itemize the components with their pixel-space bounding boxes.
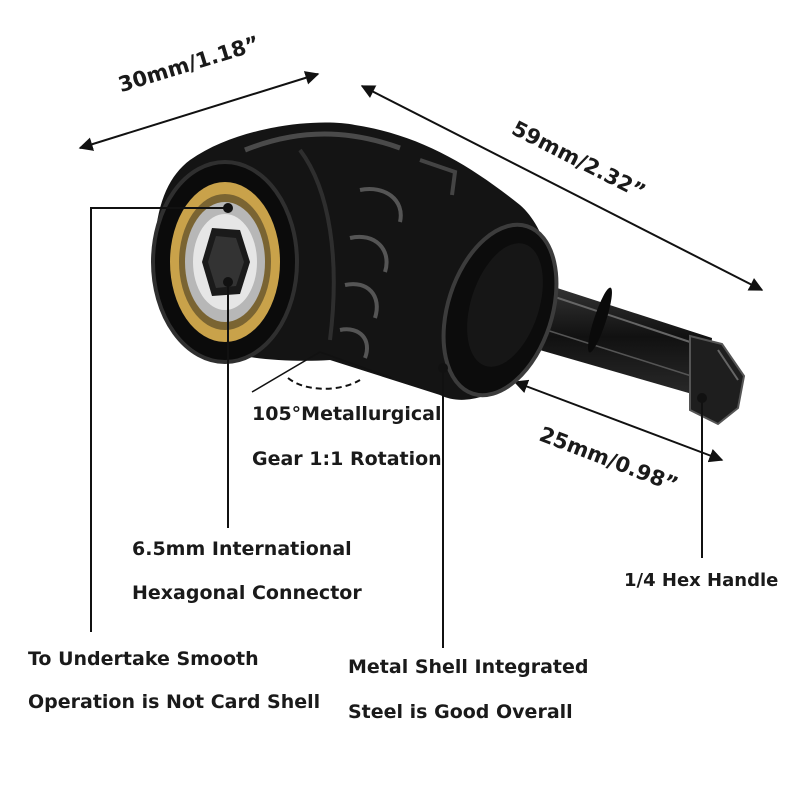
callout-handle: 1/4 Hex Handle [624, 570, 779, 591]
leader-line-operation [90, 207, 228, 632]
rotation-angle-arc [251, 351, 393, 393]
callout-operation-line1: To Undertake Smooth [28, 648, 259, 670]
callout-connector-line2: Hexagonal Connector [132, 582, 362, 604]
hex-socket-face [151, 160, 299, 364]
dimension-line-head-width [78, 71, 320, 151]
callout-angle-line1: 105°Metallurgical [252, 403, 442, 425]
callout-shell-line1: Metal Shell Integrated [348, 656, 589, 678]
callout-connector-line1: 6.5mm International [132, 538, 352, 560]
callout-operation-line2: Operation is Not Card Shell [28, 691, 321, 713]
callout-angle-line2: Gear 1:1 Rotation [252, 448, 442, 470]
dimension-line-total-length [360, 85, 764, 291]
callout-shell-line2: Steel is Good Overall [348, 701, 573, 723]
dimension-line-shaft-length [513, 379, 724, 463]
